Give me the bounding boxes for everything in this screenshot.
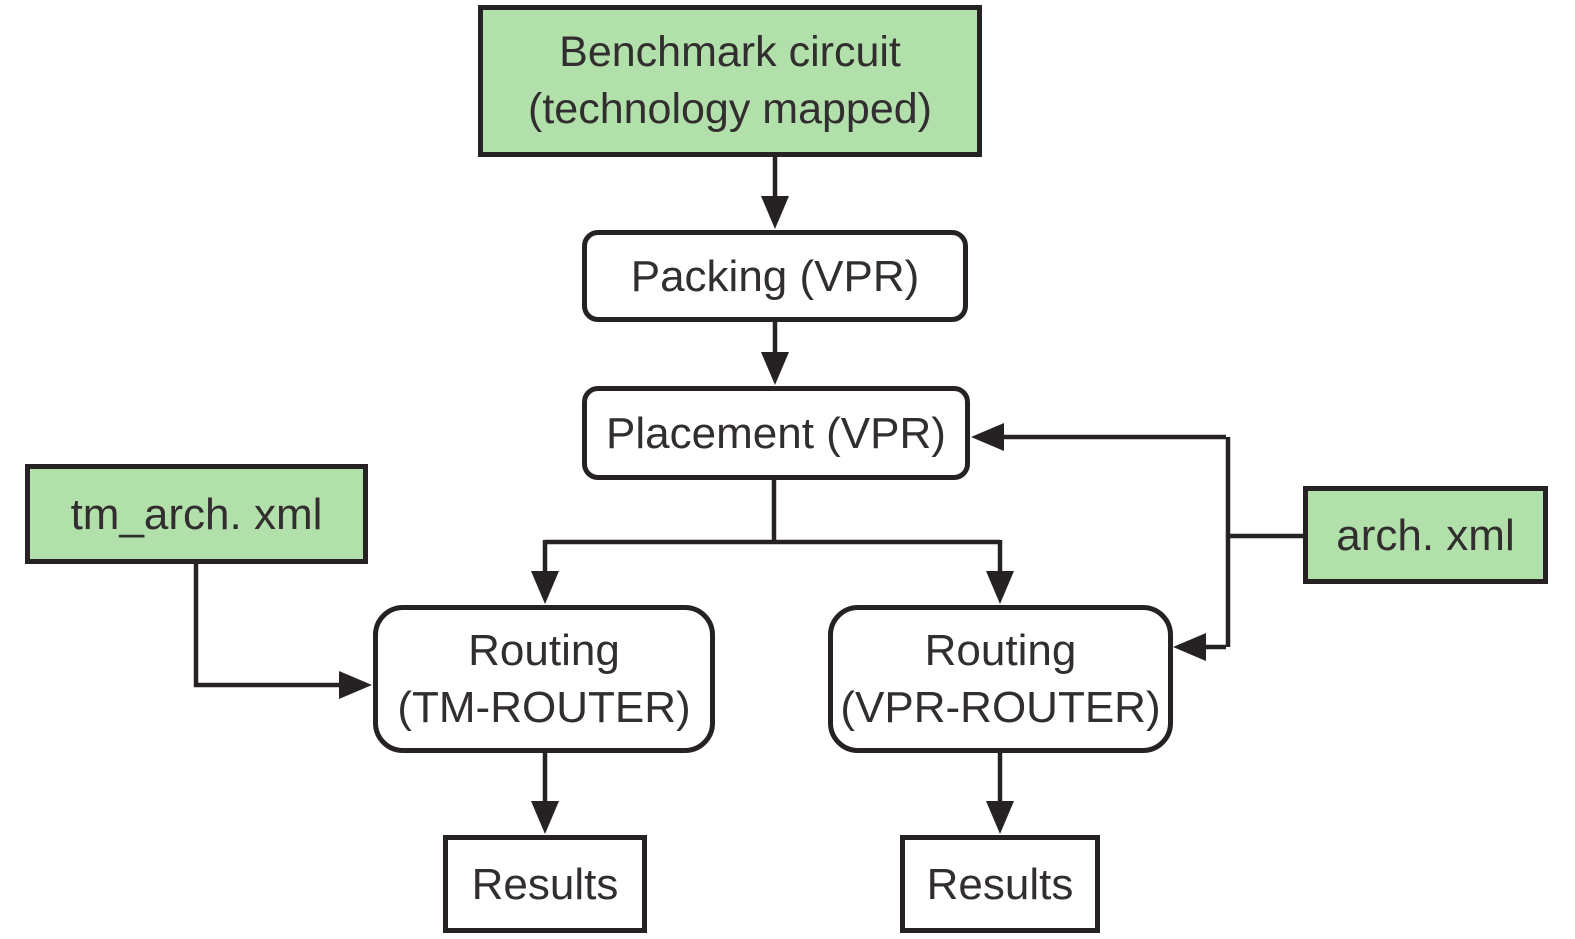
edge-arch-to-placement-and-routing-vpr — [971, 423, 1303, 661]
node-benchmark-line1: Benchmark circuit — [559, 28, 901, 76]
edge-placement-to-routing-split — [531, 480, 1014, 604]
node-arch-label: arch. xml — [1336, 510, 1515, 560]
node-tm-arch-label: tm_arch. xml — [70, 489, 323, 539]
node-routing-vpr-router: Routing (VPR-ROUTER) — [828, 605, 1173, 753]
node-packing: Packing (VPR) — [582, 230, 968, 322]
node-results-left-label: Results — [471, 859, 619, 909]
node-results-right: Results — [900, 835, 1100, 933]
node-routing-tm-line2: (TM-ROUTER) — [397, 683, 691, 732]
node-benchmark-circuit: Benchmark circuit (technology mapped) — [478, 5, 982, 157]
edge-routing-vpr-to-results — [986, 753, 1014, 834]
node-routing-vpr-line1: Routing — [924, 626, 1077, 675]
edge-packing-to-placement — [761, 320, 789, 385]
node-routing-vpr-line2: (VPR-ROUTER) — [840, 683, 1161, 732]
edge-tm-arch-to-routing-tm — [193, 564, 372, 699]
node-arch-xml: arch. xml — [1303, 486, 1548, 584]
node-results-right-label: Results — [926, 859, 1074, 909]
node-tm-arch-xml: tm_arch. xml — [25, 464, 368, 564]
edge-benchmark-to-packing — [761, 157, 789, 229]
node-results-left: Results — [443, 835, 647, 933]
node-placement: Placement (VPR) — [582, 386, 970, 480]
node-routing-tm-line1: Routing — [468, 626, 620, 675]
edge-routing-tm-to-results — [531, 753, 559, 834]
node-routing-tm-router: Routing (TM-ROUTER) — [373, 605, 715, 753]
node-packing-label: Packing (VPR) — [630, 251, 920, 301]
node-benchmark-line2: (technology mapped) — [528, 85, 932, 133]
node-placement-label: Placement (VPR) — [606, 408, 946, 458]
